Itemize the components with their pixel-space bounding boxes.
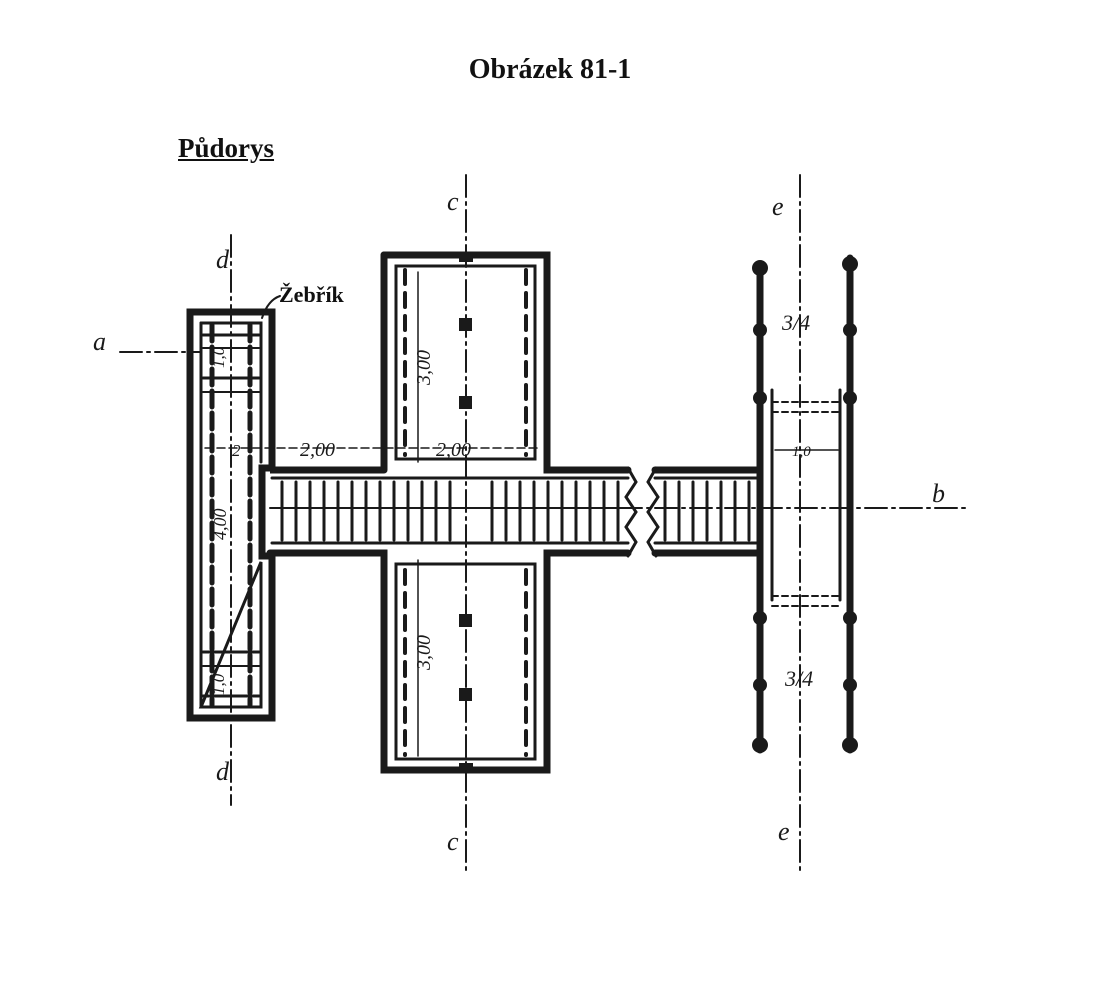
dim-span-right: 2,00	[436, 439, 471, 461]
section-mark-e-bottom: e	[778, 817, 790, 846]
section-mark-d-top: d	[216, 245, 230, 274]
dim-left-lower: 1,0	[209, 673, 228, 695]
dim-left-mid: 4,00	[210, 509, 230, 541]
plan-label: Půdorys	[178, 133, 275, 163]
section-mark-a: a	[93, 327, 106, 356]
center-tower-posts	[459, 252, 473, 773]
right-tower	[756, 254, 854, 754]
dim-center-lower: 3,00	[413, 635, 435, 671]
section-mark-c-top: c	[447, 187, 459, 216]
ladder-label: Žebřík	[279, 282, 344, 307]
figure-title: Obrázek 81-1	[468, 54, 632, 85]
dim-center-upper: 3,00	[413, 350, 435, 386]
dim-left-small: 2	[232, 441, 241, 460]
dim-right-upper: 3/4	[781, 310, 810, 335]
dim-right-lower: 3/4	[784, 666, 813, 691]
left-tower	[186, 295, 281, 722]
section-mark-b: b	[932, 479, 945, 508]
dim-right-mid: 1,0	[792, 444, 811, 460]
dim-span-left: 2,00	[300, 439, 335, 461]
section-mark-c-bottom: c	[447, 827, 459, 856]
section-mark-d-bottom: d	[216, 757, 230, 786]
walkway	[270, 466, 764, 558]
right-tower-posts	[752, 256, 858, 753]
section-mark-e-top: e	[772, 192, 784, 221]
dim-left-upper: 1,0	[209, 346, 228, 368]
